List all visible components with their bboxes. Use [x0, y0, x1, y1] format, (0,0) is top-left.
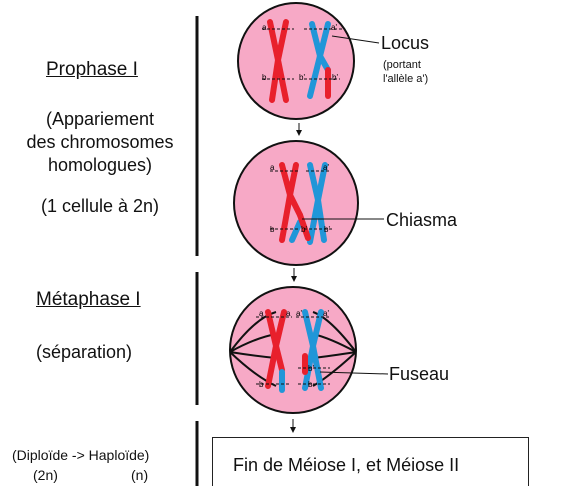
allele-a-3b: a — [286, 309, 291, 318]
blue-chromosome-2 — [289, 162, 328, 245]
cell-1-body — [237, 2, 355, 120]
ploidy-right: (n) — [131, 467, 149, 483]
final-box-text: Fin de Méiose I, et Méiose II — [233, 455, 460, 475]
final-box: Fin de Méiose I, et Méiose II — [212, 437, 529, 486]
prophase-desc-line-3: homologues) — [47, 155, 153, 175]
allele-a-prime-3b: a' — [323, 309, 329, 318]
allele-b-3b: b — [308, 380, 313, 389]
prophase-title: Prophase I — [46, 59, 138, 80]
ploidy-line: (Diploïde -> Haploïde) — [12, 447, 150, 463]
allele-b-prime-2b: b' — [324, 225, 330, 234]
prophase-cells: (1 cellule à 2n) — [40, 196, 160, 216]
allele-a-prime-2: a' — [323, 163, 329, 172]
locus-note: (portant l'allèle a') — [383, 58, 428, 86]
allele-a-2: a — [270, 163, 275, 172]
metaphase-desc: (séparation) — [36, 342, 133, 362]
locus-note-line-1: (portant — [383, 59, 421, 71]
allele-b-prime-3: b' — [308, 364, 314, 373]
red-segment-crossing-2 — [297, 212, 311, 241]
allele-b-1: b — [262, 73, 267, 82]
allele-a-prime-3: a' — [296, 309, 302, 318]
allele-b-2: b — [270, 225, 275, 234]
allele-a-prime-1: a' — [331, 23, 337, 32]
allele-b-prime-1b: b' — [332, 73, 338, 82]
red-chromosome-1 — [267, 19, 289, 103]
cell-3-body — [229, 286, 357, 414]
locus-note-line-2: l'allèle a') — [383, 73, 429, 85]
cell-metaphase: a a a' a' b b' b — [229, 286, 389, 414]
cell-prophase-pairing: a a' b b' b' — [237, 2, 380, 120]
cell-chiasma: a a' b b' b' — [233, 140, 384, 266]
blue-chromosome-1 — [307, 21, 331, 99]
allele-b-prime-1: b' — [299, 73, 305, 82]
locus-label: Locus — [381, 33, 430, 53]
red-chromosome-2 — [279, 162, 303, 243]
prophase-desc: (Appariement des chromosomes homologues) — [10, 108, 190, 177]
prophase-desc-line-1: (Appariement — [45, 109, 155, 129]
metaphase-title: Métaphase I — [36, 289, 141, 310]
red-chromosome-3 — [265, 309, 287, 389]
allele-a-3: a — [259, 309, 264, 318]
ploidy-left: (2n) — [33, 467, 58, 483]
allele-b-prime-2: b' — [301, 225, 307, 234]
prophase-desc-line-2: des chromosomes — [26, 132, 174, 152]
chiasma-label: Chiasma — [386, 210, 458, 230]
fuseau-label: Fuseau — [389, 364, 450, 384]
allele-b-3: b — [259, 380, 264, 389]
allele-a-1: a — [262, 23, 267, 32]
blue-chromosome-3 — [302, 309, 324, 391]
